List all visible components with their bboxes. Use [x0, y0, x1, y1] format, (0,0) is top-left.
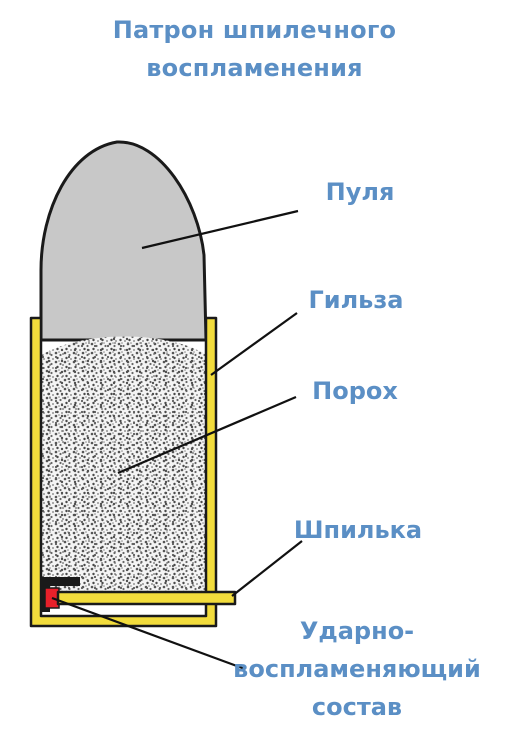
leader-line-case: [210, 312, 298, 376]
diagram-title-line-1: Патрон шпилечного: [112, 16, 397, 44]
leader-line-pin: [231, 540, 303, 597]
label-primer-line-3: состав: [311, 693, 403, 721]
cartridge-case: [29, 316, 218, 628]
label-powder: Порох: [312, 377, 398, 405]
label-primer: Ударно- воспламеняющий состав: [222, 612, 492, 726]
diagram-title-line-2: воспламенения: [146, 54, 363, 82]
leader-line-powder: [117, 395, 297, 475]
label-primer-line-1: Ударно-: [299, 617, 415, 645]
firing-pin: [56, 590, 237, 606]
leader-line-primer: [51, 596, 246, 671]
label-case: Гильза: [308, 286, 404, 314]
powder: [40, 336, 208, 598]
label-pin: Шпилька: [293, 516, 423, 544]
bullet: [39, 140, 208, 342]
primer-cavity: [41, 577, 80, 612]
leader-line-bullet: [141, 209, 299, 250]
label-primer-line-2: воспламеняющий: [233, 655, 481, 683]
label-bullet: Пуля: [325, 178, 395, 206]
